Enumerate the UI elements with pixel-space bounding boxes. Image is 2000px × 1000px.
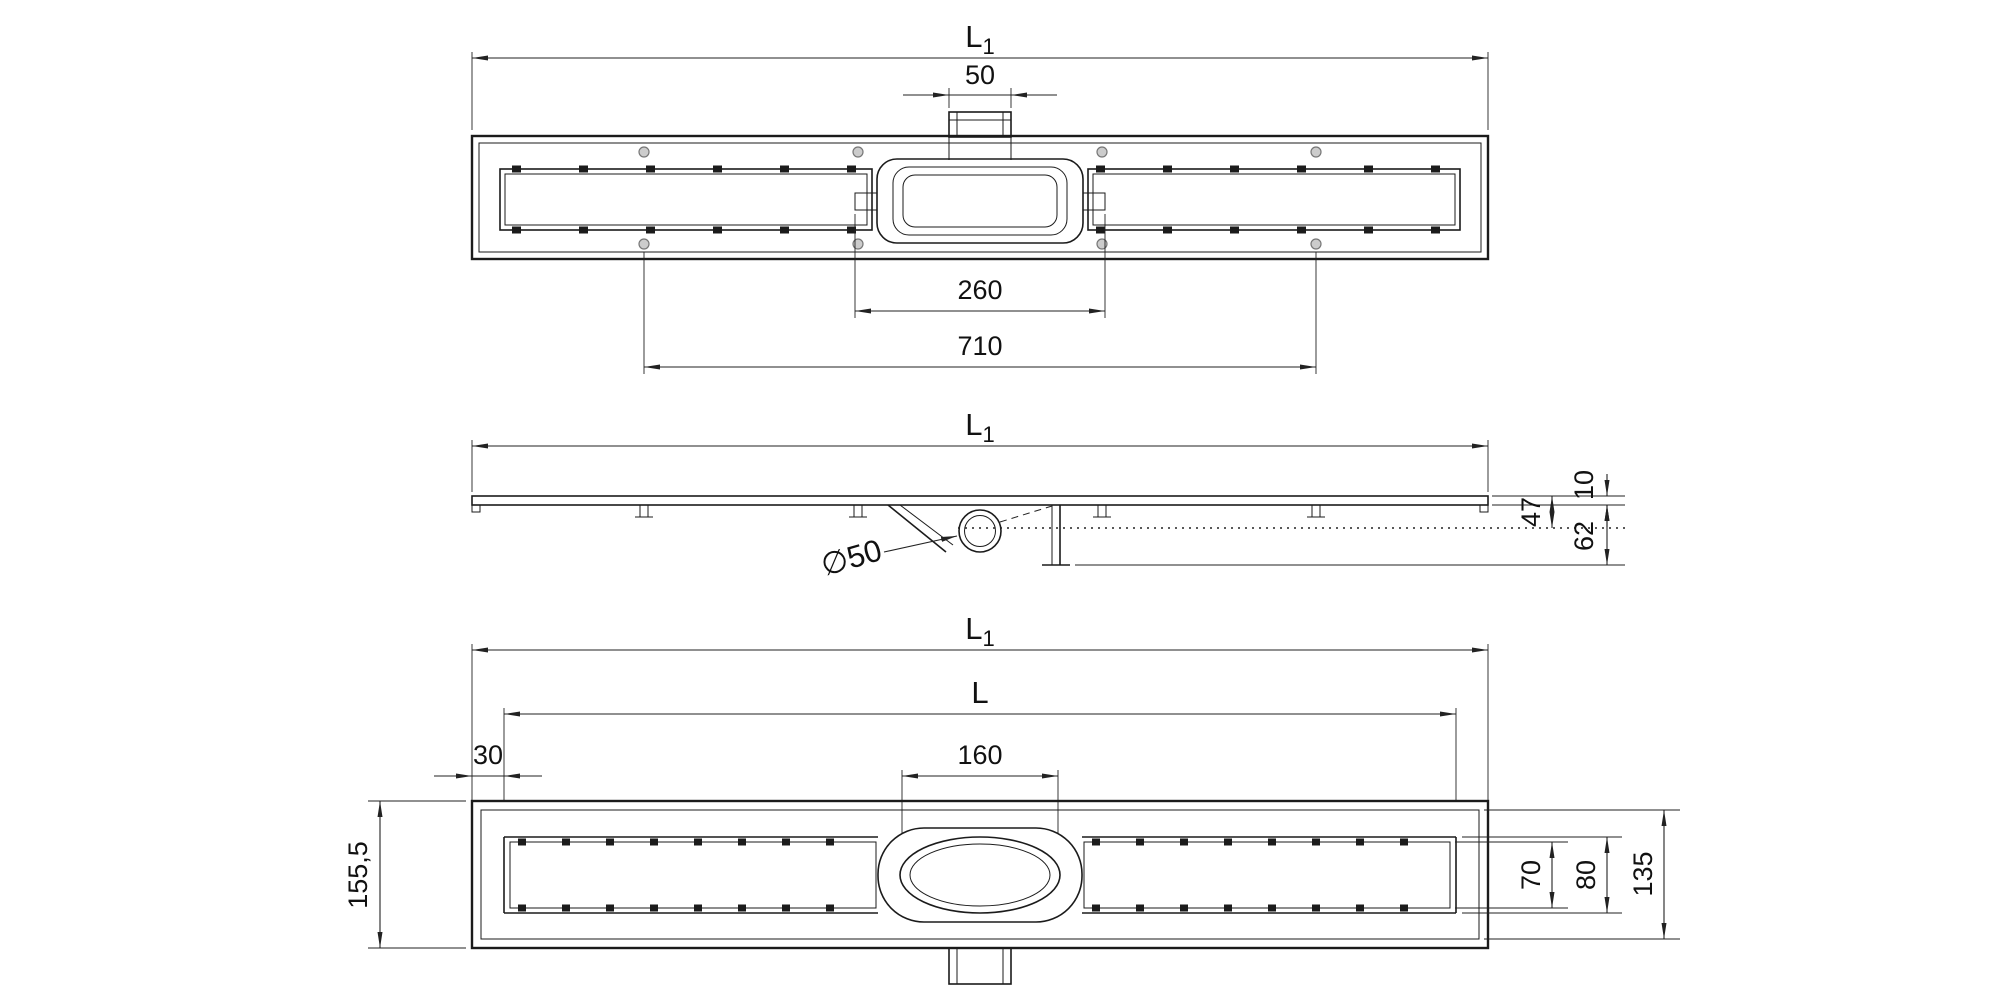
dim-30-label: 30 — [473, 740, 503, 770]
dim-l1-side-label: L1 — [965, 407, 995, 447]
dim-160-label: 160 — [957, 740, 1002, 770]
top-view: L1 50 — [470, 19, 1490, 374]
dim-l-label: L — [971, 675, 988, 710]
dim-phi50-label: ∅50 — [817, 532, 886, 583]
side-height-dims: 47 10 62 — [1075, 470, 1625, 566]
dim-62-label: 62 — [1569, 521, 1599, 551]
side-view: L1 ∅50 — [471, 407, 1630, 583]
dim-10-label: 10 — [1569, 470, 1599, 500]
dim-l1-top: L1 — [471, 19, 1489, 130]
dim-260: 260 — [854, 214, 1106, 318]
grate-slot-left — [499, 165, 873, 234]
grate-slot-left-bottom — [509, 838, 877, 912]
grate-slot-right — [1087, 165, 1461, 234]
dim-l: L — [503, 675, 1457, 800]
dim-155-5-label: 155,5 — [343, 841, 373, 909]
dim-710-label: 710 — [957, 331, 1002, 361]
dim-l1-side: L1 — [471, 407, 1489, 492]
dim-135-label: 135 — [1628, 851, 1658, 896]
dim-70-label: 70 — [1516, 860, 1546, 890]
bottom-view: L1 L 30 160 — [343, 611, 1680, 985]
dim-phi50: ∅50 — [817, 532, 958, 583]
dim-47-label: 47 — [1516, 497, 1546, 527]
dim-30: 30 — [434, 740, 542, 779]
channel-profile-side — [471, 495, 1489, 518]
drain-housing-bottom — [877, 827, 1083, 923]
outlet-stub-bottom — [948, 947, 1012, 985]
dim-50: 50 — [903, 60, 1057, 108]
dim-160: 160 — [901, 740, 1059, 834]
dim-50-label: 50 — [965, 60, 995, 90]
drain-housing-top — [854, 158, 1106, 244]
bottom-width-dims: 70 80 135 — [1455, 809, 1680, 940]
dim-155-5: 155,5 — [343, 800, 466, 949]
dim-l1-bottom-label: L1 — [965, 611, 995, 651]
dim-l1-top-label: L1 — [965, 19, 995, 59]
dim-l1-bottom: L1 — [471, 611, 1489, 800]
dim-80-label: 80 — [1571, 860, 1601, 890]
dim-710: 710 — [643, 252, 1317, 374]
channel-frame-top — [470, 134, 1490, 261]
fixing-holes — [638, 146, 1322, 250]
grate-slot-right-bottom — [1083, 838, 1451, 912]
siphon-trap — [887, 504, 1630, 566]
channel-frame-bottom — [470, 799, 1490, 950]
dim-260-label: 260 — [957, 275, 1002, 305]
